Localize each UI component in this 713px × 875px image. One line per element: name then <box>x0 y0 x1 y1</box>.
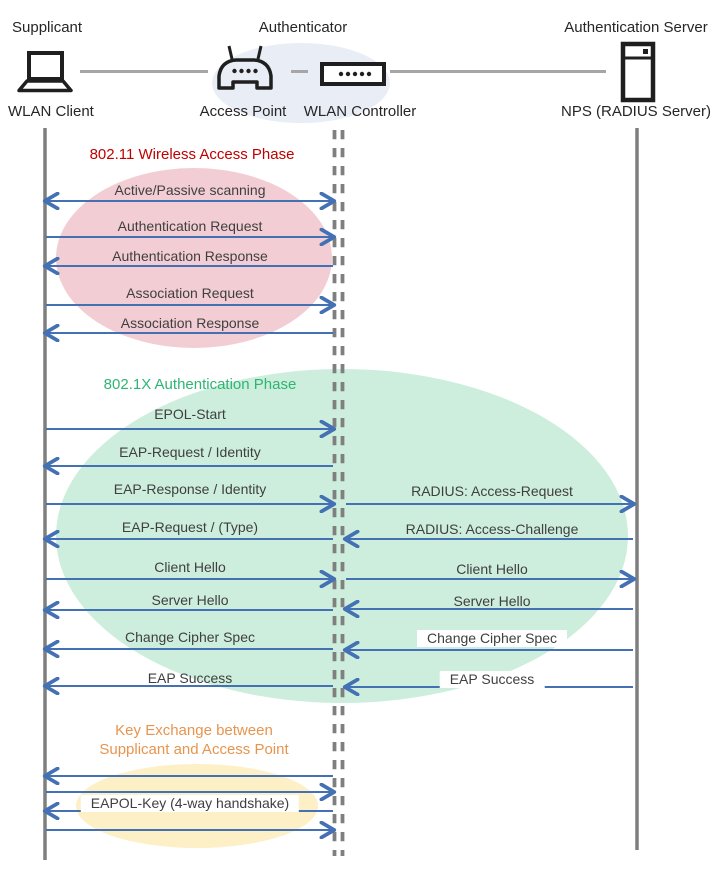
message-label: RADIUS: Access-Request <box>411 483 573 499</box>
connector-dash <box>291 70 308 73</box>
access-point-icon <box>212 44 278 97</box>
message-label: EAP Success <box>147 670 233 686</box>
phase-title-1: 802.1X Authentication Phase <box>103 376 297 393</box>
message-label: Association Request <box>126 285 254 301</box>
message-label: Association Response <box>120 315 260 331</box>
message-label: EAP-Request / (Type) <box>121 519 259 535</box>
connector-line <box>80 70 208 73</box>
message-label: Change Cipher Spec <box>417 630 567 647</box>
message-label: Authentication Request <box>117 218 263 234</box>
message-label: EAP-Request / Identity <box>119 444 261 460</box>
wlan-controller-icon <box>320 62 386 91</box>
phase-title-0: 802.11 Wireless Access Phase <box>89 146 295 163</box>
phase-title-2: Key Exchange between Supplicant and Acce… <box>99 722 289 758</box>
role-label-supplicant: Supplicant <box>12 19 83 36</box>
message-label: Authentication Response <box>112 248 268 264</box>
message-label: Client Hello <box>456 561 528 577</box>
role-label-authentication-server: Authentication Server <box>564 19 708 36</box>
role-label-authenticator: Authenticator <box>258 19 348 36</box>
message-label: EAPOL-Key (4-way handshake) <box>80 795 300 812</box>
message-label: Change Cipher Spec <box>125 629 255 645</box>
message-label: EAP-Response / Identity <box>113 481 267 497</box>
node-label-access-point: Access Point <box>199 103 287 120</box>
message-label: Server Hello <box>453 593 531 609</box>
node-label-wlan-client: WLAN Client <box>8 103 94 120</box>
laptop-icon <box>12 50 78 99</box>
server-icon <box>620 41 656 108</box>
node-label-wlan-controller: WLAN Controller <box>303 103 417 120</box>
node-label-nps-radius-server: NPS (RADIUS Server) <box>560 103 712 120</box>
message-label: EAP Success <box>439 671 545 688</box>
connector-line <box>390 70 606 73</box>
message-label: Client Hello <box>154 559 226 575</box>
message-label: EPOL-Start <box>154 406 226 422</box>
message-label: Active/Passive scanning <box>114 182 266 198</box>
message-label: RADIUS: Access-Challenge <box>405 521 579 537</box>
message-label: Server Hello <box>151 592 229 608</box>
phase-ellipse-0 <box>56 168 332 348</box>
phase-ellipse-1 <box>56 369 628 703</box>
